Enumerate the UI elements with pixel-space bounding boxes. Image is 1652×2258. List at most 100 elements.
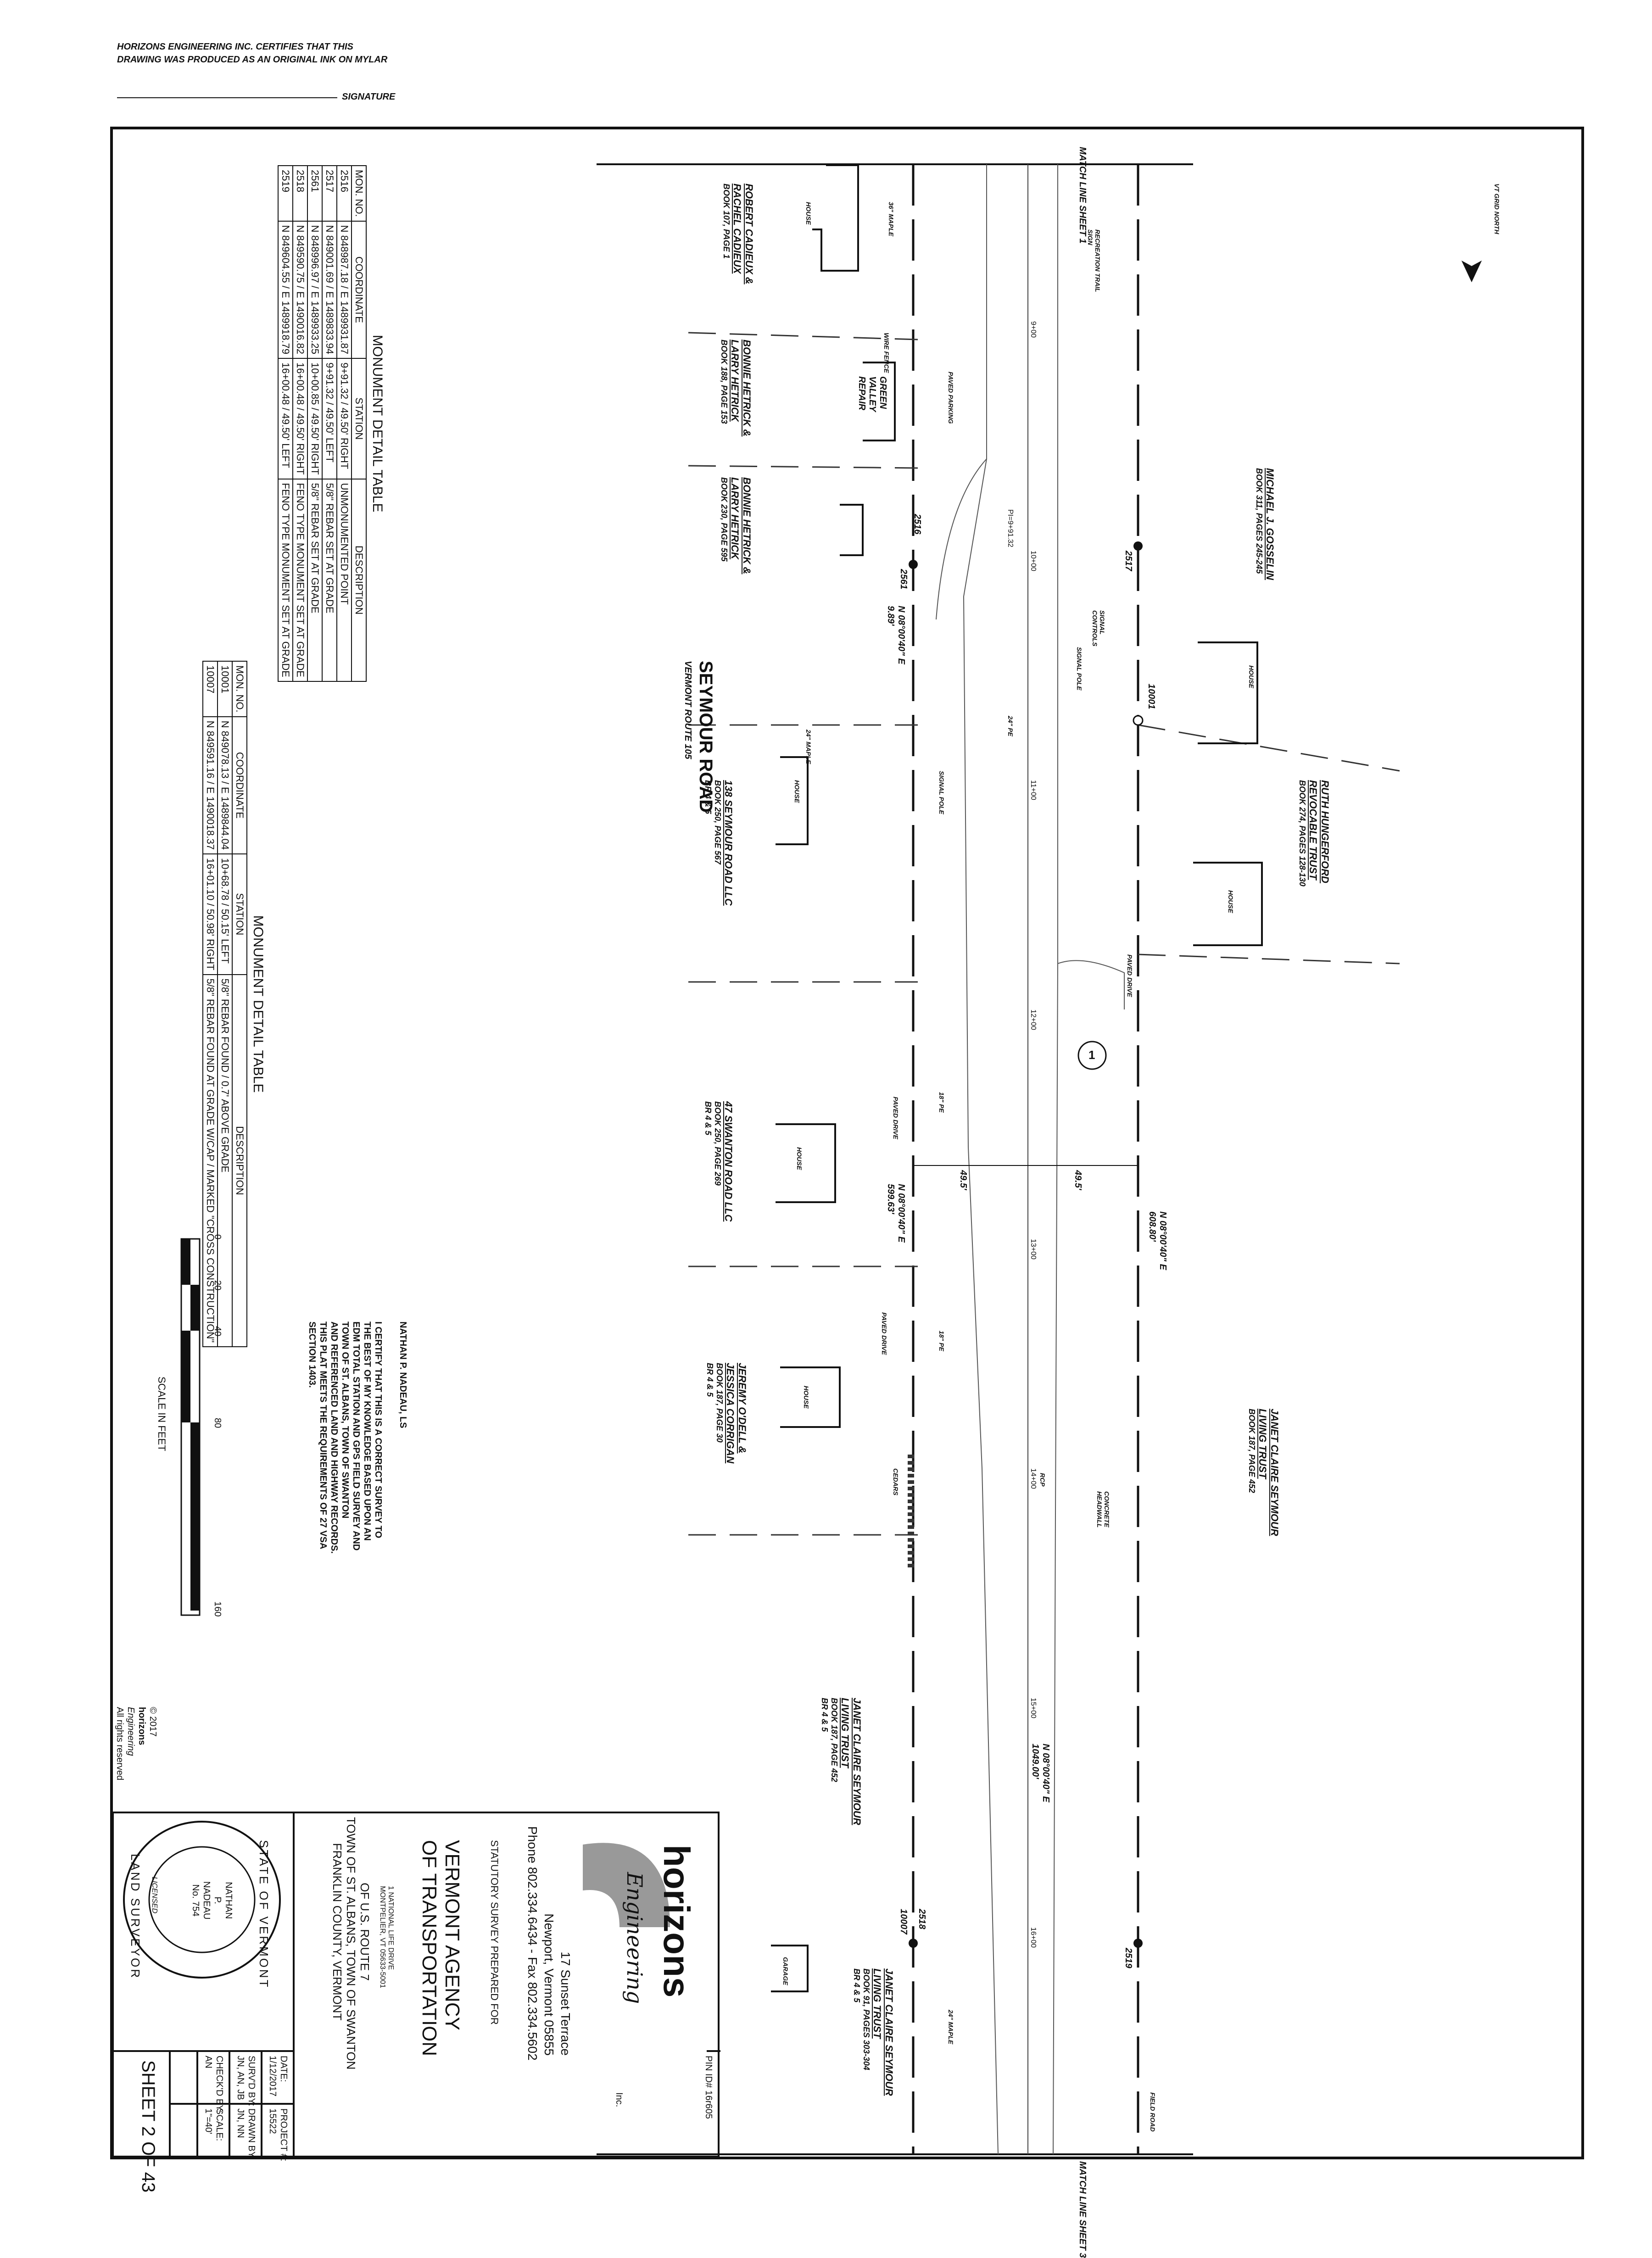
pipe-label: 24" PE [1007,716,1014,736]
surveyor-name: NATHAN P. NADEAU, LS [398,1321,408,1428]
sheet-number: SHEET 2 OF 43 [138,2060,158,2193]
monument-label: 10007 [899,1909,909,1935]
monument-table-1: MONUMENT DETAIL TABLE MON. NO.COORDINATE… [278,165,388,682]
table-header: STATION [232,854,247,975]
station-label: 10+00 [1029,551,1037,571]
house-label: HOUSE [1227,890,1234,913]
callout-number: 1 [1088,1048,1095,1062]
property-line [1138,724,1400,772]
house-label: HOUSE [1248,665,1255,688]
tb-surveyed: SURV'D BY:JN, AN, JB [235,2056,257,2107]
table-header: STATION [352,358,366,479]
north-label: VT GRID NORTH [1493,184,1501,234]
paved-drive-label: PAVED DRIVE [1126,954,1133,997]
buildings [771,164,1263,1992]
property-line [688,465,918,469]
table-header: MON. NO. [352,166,366,221]
tb-checked: CHECK'D BY:AN [203,2056,224,2113]
pin-number: PIN ID# 16r605 [703,2056,714,2119]
paved-drive-label: PAVED DRIVE [892,1097,899,1139]
signature-line [117,97,337,98]
house-outline [780,1366,841,1428]
scale-tick: 160 [212,1601,223,1617]
north-arrow-icon: ➤ [1455,257,1490,284]
seal-ring-bottom: LAND SURVEYOR [128,1854,142,1980]
copyright: © 2017 horizons Engineering All rights r… [115,1707,158,1781]
table-header: COORDINATE [352,221,366,359]
company-logo-sub: Engineering [622,1872,647,2004]
tb-scale: SCALE:1"=40' [203,2108,224,2141]
callout-circle [1077,1041,1107,1070]
house-outline [840,504,864,556]
monument-label: 2519 [1123,1948,1133,1968]
monument-2519 [1133,1939,1143,1948]
title-block-frame [112,1812,720,2158]
scale-bar-graphic [180,1238,201,1616]
edge-pavement-left [1053,164,1058,2155]
width-label: 49.5' [958,1170,968,1190]
drawing-frame [110,127,1584,2159]
house-outline [771,1945,809,1992]
table-header: DESCRIPTION [352,479,366,681]
pipe-label: 18" PE [938,1092,945,1113]
seymour-road-edge [936,458,987,620]
table-header: COORDINATE [232,716,247,854]
signal-pole-label: SIGNAL POLE [1076,647,1083,691]
field-road-label: FIELD ROAD [1149,2092,1156,2132]
table-title: MONUMENT DETAIL TABLE [251,915,266,1093]
station-label: 11+00 [1029,780,1037,800]
tb-date: DATE:1/12/2017 [268,2056,289,2096]
seal-licensed: LICENSED [151,1877,158,1914]
company-logo-text: horizons [656,1845,697,1998]
monument-label: 2517 [1123,551,1133,571]
house-outline [812,164,859,272]
seal-outer [123,1821,281,1979]
station-label: 14+00 [1029,1468,1037,1489]
monument-2517 [1133,541,1143,551]
match-line-bottom-label: MATCH LINE SHEET 3 [1077,2161,1088,2258]
property-line [688,332,918,340]
monument-2561 [909,560,918,569]
tree-label: 36" MAPLE [887,202,895,237]
scale-tick: 80 [212,1418,223,1428]
road-route: VERMONT ROUTE 105 [683,661,693,759]
pipe-label: 18" PE [938,1331,945,1351]
house-label: HOUSE [805,202,812,225]
house-outline [776,1123,836,1203]
property-line [1138,953,1400,965]
cert-line-2: DRAWING WAS PRODUCED AS AN ORIGINAL INK … [117,55,388,65]
tb-drawn: DRAWN BY:JN, NN [235,2108,257,2160]
seal-ring-top: STATE OF VERMONT [257,1840,271,1989]
table-title: MONUMENT DETAIL TABLE [370,335,385,513]
tb-project: PROJECT #:15522 [268,2108,289,2162]
monument-label: 2516 [912,514,922,535]
edge-pavement-right [963,164,999,2155]
monument-2518 [909,1939,918,1948]
monument-markers [909,541,1144,1948]
house-outline [776,756,809,845]
station-label: 15+00 [1029,1698,1037,1718]
wire-fence-label: WIRE FENCE [883,333,890,373]
match-line-top-label: MATCH LINE SHEET 1 [1077,147,1088,244]
house-outline [1198,641,1258,744]
table-header: DESCRIPTION [232,974,247,1347]
